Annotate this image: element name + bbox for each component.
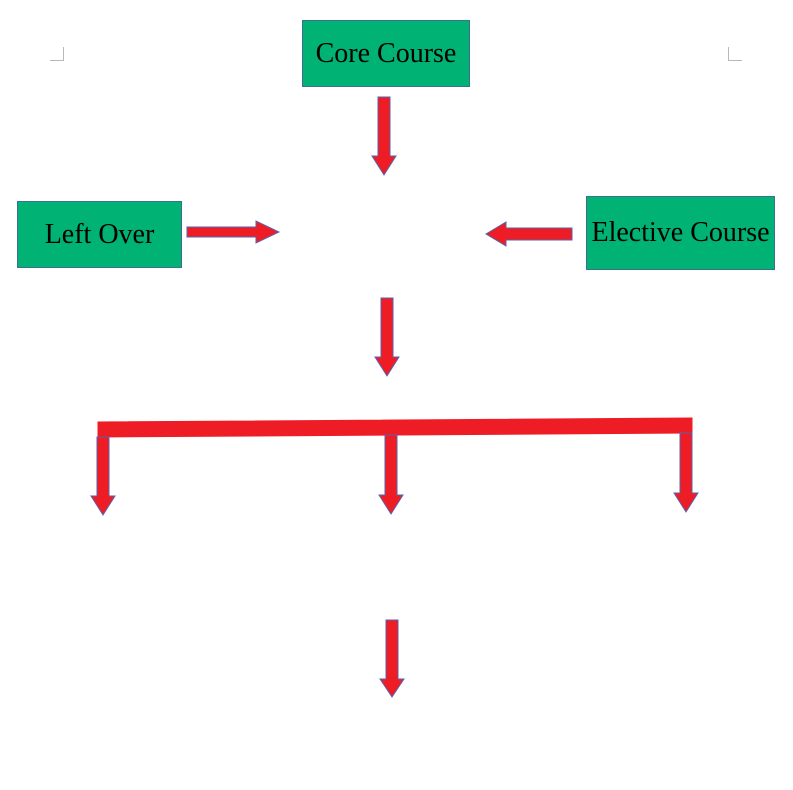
arrow-down-branch-left — [90, 436, 116, 516]
left-over-label: Left Over — [44, 218, 155, 250]
arrow-left-from-elective — [485, 221, 573, 247]
page-corner-mark-right — [728, 47, 742, 61]
arrow-down-branch-middle — [378, 434, 404, 515]
arrow-right-from-left-over — [186, 220, 281, 244]
page-corner-mark-left — [50, 47, 64, 61]
branch-bar — [97, 417, 693, 438]
core-course-box: Core Course — [302, 20, 470, 87]
elective-course-label: Elective Course — [591, 217, 770, 248]
arrow-down-from-core — [371, 96, 397, 176]
left-over-box: Left Over — [17, 201, 182, 268]
arrow-down-branch-right — [673, 432, 699, 513]
arrow-down-bottom — [379, 619, 405, 698]
core-course-label: Core Course — [315, 37, 457, 69]
elective-course-box: Elective Course — [586, 196, 775, 270]
arrow-down-center — [374, 297, 400, 377]
